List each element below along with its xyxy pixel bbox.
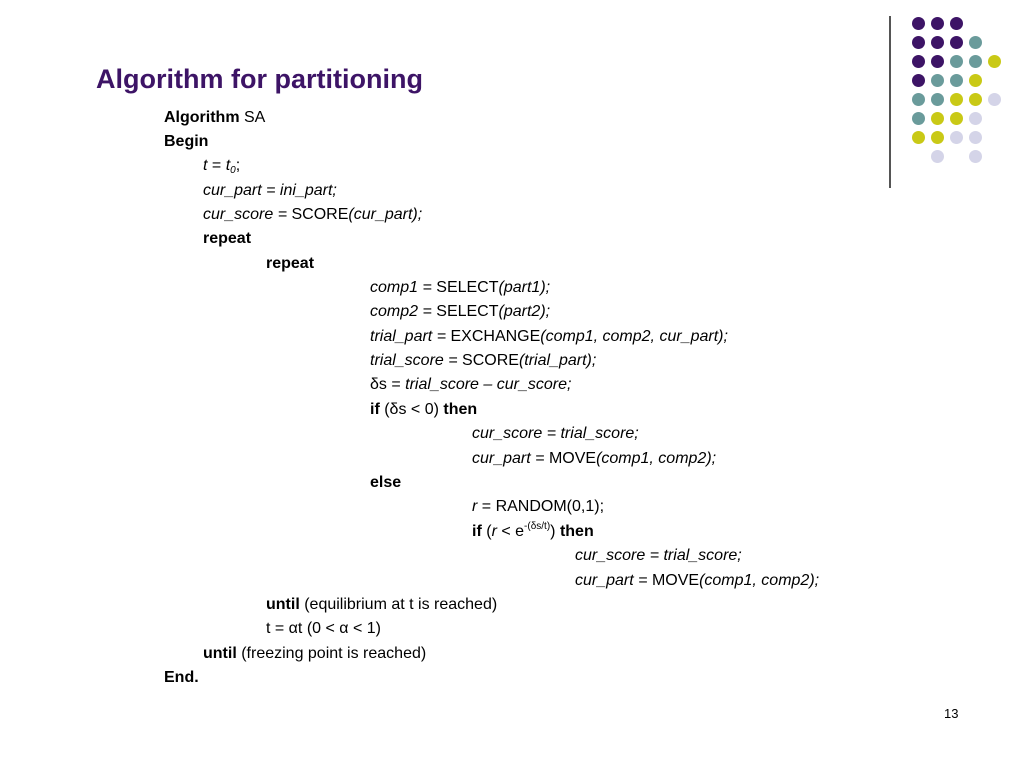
code-line: trial_score = SCORE(trial_part); <box>370 352 597 369</box>
decor-dot <box>950 131 963 144</box>
decor-dot <box>969 36 982 49</box>
decor-dot <box>969 93 982 106</box>
decor-dot <box>950 36 963 49</box>
code-line: else <box>370 474 402 491</box>
decor-dot <box>931 150 944 163</box>
slide-title: Algorithm for partitioning <box>96 64 423 94</box>
code-line: t = αt (0 < α < 1) <box>266 620 381 637</box>
code-line: until (equilibrium at t is reached) <box>266 596 498 613</box>
decor-dot <box>931 55 944 68</box>
decor-dot <box>931 112 944 125</box>
decor-dot <box>969 150 982 163</box>
decor-dot <box>912 17 925 30</box>
code-line: r = RANDOM(0,1); <box>472 498 605 515</box>
page-number: 13 <box>944 706 959 721</box>
decor-dot <box>912 36 925 49</box>
code-line: cur_score = trial_score; <box>472 425 639 442</box>
code-line: cur_score = trial_score; <box>575 547 742 564</box>
decor-dot <box>950 74 963 87</box>
code-line: Algorithm SA <box>164 109 266 126</box>
decorative-divider <box>889 16 891 188</box>
code-line: if (δs < 0) then <box>370 401 478 418</box>
code-line: End. <box>164 669 199 686</box>
decor-dot <box>950 93 963 106</box>
decor-dot <box>912 112 925 125</box>
decor-dot <box>931 36 944 49</box>
code-line: Begin <box>164 133 209 150</box>
decor-dot <box>931 74 944 87</box>
code-line: repeat <box>203 230 252 247</box>
decor-dot <box>912 74 925 87</box>
decor-dot <box>931 93 944 106</box>
code-line: cur_score = SCORE(cur_part); <box>203 206 423 223</box>
code-line: until (freezing point is reached) <box>203 645 427 662</box>
code-line: if (r < e-(δs/t)) then <box>472 521 594 541</box>
code-line: repeat <box>266 255 315 272</box>
decor-dot <box>931 131 944 144</box>
code-line: t = t0; <box>203 157 241 176</box>
decor-dot <box>988 93 1001 106</box>
decor-dot <box>988 55 1001 68</box>
code-line: δs = trial_score – cur_score; <box>370 376 572 393</box>
decor-dot <box>969 131 982 144</box>
decor-dot <box>931 17 944 30</box>
code-line: cur_part = ini_part; <box>203 182 337 199</box>
code-line: comp2 = SELECT(part2); <box>370 303 551 320</box>
decor-dot <box>912 93 925 106</box>
code-line: cur_part = MOVE(comp1, comp2); <box>472 450 717 467</box>
decor-dot <box>969 55 982 68</box>
decor-dot <box>950 112 963 125</box>
decor-dot <box>969 112 982 125</box>
code-line: cur_part = MOVE(comp1, comp2); <box>575 572 820 589</box>
decor-dot <box>912 131 925 144</box>
code-line: trial_part = EXCHANGE(comp1, comp2, cur_… <box>370 328 728 345</box>
decor-dot <box>950 55 963 68</box>
code-line: comp1 = SELECT(part1); <box>370 279 551 296</box>
decor-dot <box>912 55 925 68</box>
decor-dot <box>950 17 963 30</box>
decor-dot <box>969 74 982 87</box>
